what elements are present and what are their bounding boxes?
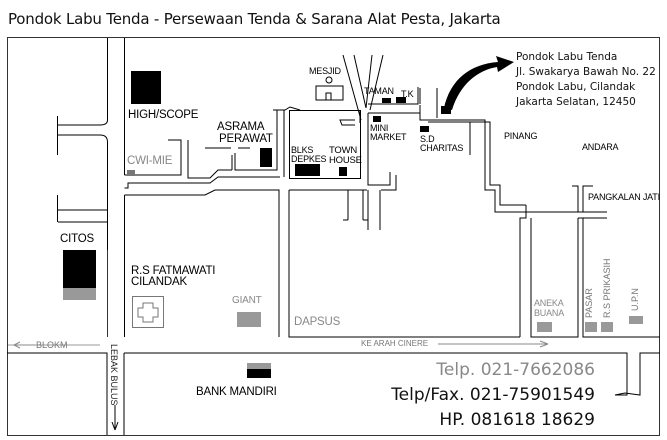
label-bliks-2: DEPKES (291, 154, 327, 164)
label-aneka-2: BUANA (534, 308, 565, 318)
label-aneka-1: ANEKA (534, 298, 564, 308)
label-town-1: TOWN (329, 145, 358, 156)
label-dapsus: DAPSUS (294, 316, 341, 328)
label-asrama-2: PERAWAT (219, 133, 273, 145)
label-tk: T.K (401, 89, 414, 99)
address-street: Jl. Swakarya Bawah No. 22 (516, 66, 656, 78)
label-highscope: HIGH/SCOPE (128, 109, 199, 121)
label-andara: ANDARA (582, 142, 619, 152)
address-name: Pondok Labu Tenda (516, 51, 618, 63)
label-citos: CITOS (60, 233, 94, 245)
label-sd-1: S.D (420, 134, 435, 144)
label-town-2: HOUSE (329, 155, 362, 166)
road-label-lebak: LEBAK BULUS (109, 344, 119, 406)
phone-hp: HP. 081618 18629 (439, 410, 595, 430)
address-block: Pondok Labu Tenda Jl. Swakarya Bawah No.… (516, 50, 656, 110)
road-label-blokm: BLOKM (36, 340, 68, 350)
phone-telp-fax: Telp/Fax. 021-75901549 (391, 385, 595, 405)
label-upn: U.P.N (630, 288, 640, 311)
label-pinang: PINANG (504, 131, 538, 141)
label-pasar: PASAR (584, 288, 594, 318)
road-label-cinere: KE ARAH CINERE (361, 339, 429, 348)
label-pangkalan: PANGKALAN JATI (588, 192, 660, 202)
label-mini-1: MINI (370, 123, 389, 133)
label-bliks-1: BLKS (291, 145, 314, 155)
page-title: Pondok Labu Tenda - Persewaan Tenda & Sa… (8, 10, 501, 28)
label-mini-2: MARKET (370, 132, 407, 142)
label-prikasih: R.S PRIKASIH (602, 258, 612, 318)
label-fatmawati-2: CILANDAK (131, 276, 187, 288)
phone-telp: Telp. 021-7662086 (436, 360, 595, 380)
label-asrama-1: ASRAMA (217, 121, 265, 133)
label-giant: GIANT (232, 295, 262, 306)
label-mesjid: MESJID (309, 66, 341, 76)
address-city: Jakarta Selatan, 12450 (516, 96, 636, 108)
label-cwimie: CWI-MIE (127, 155, 173, 167)
address-area: Pondok Labu, Cilandak (516, 81, 636, 93)
label-sd-2: CHARITAS (420, 143, 464, 153)
label-taman: TAMAN (364, 86, 394, 96)
label-fatmawati-1: R.S FATMAWATI (131, 265, 216, 277)
label-mandiri: BANK MANDIRI (196, 386, 277, 398)
